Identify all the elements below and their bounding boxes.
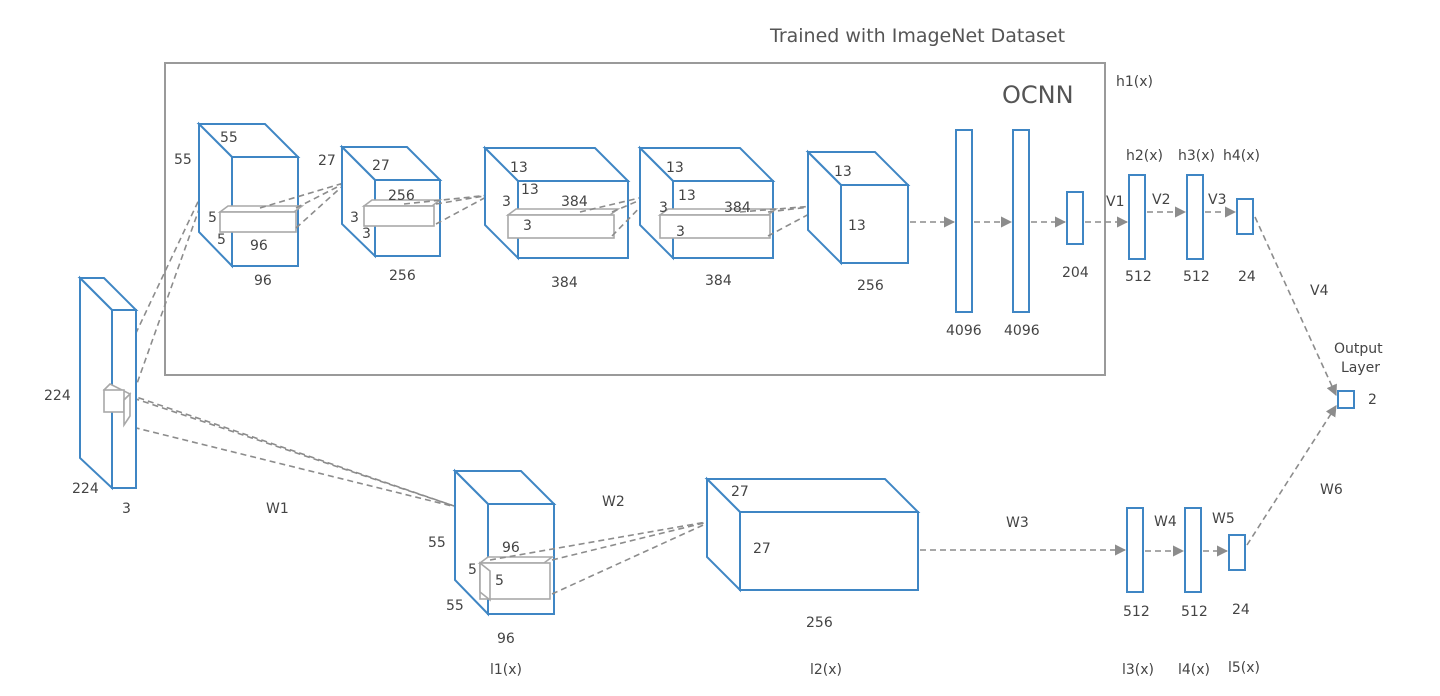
ocnn-conv2-k1: 3 bbox=[350, 210, 359, 226]
bottom-conv1-inner: 96 bbox=[502, 540, 520, 556]
l3-label: l3(x) bbox=[1122, 662, 1154, 678]
v3-label: V3 bbox=[1208, 192, 1226, 208]
fc1-size: 4096 bbox=[946, 323, 982, 339]
ocnn-conv2-depth: 256 bbox=[389, 268, 416, 284]
ocnn-conv3-mid: 13 bbox=[521, 182, 539, 198]
fc1-layer bbox=[955, 129, 973, 313]
w3-label: W3 bbox=[1006, 515, 1029, 531]
ocnn-conv1-front: 55 bbox=[174, 152, 192, 168]
ocnn-conv3-depth: 384 bbox=[551, 275, 578, 291]
output-layer bbox=[1337, 390, 1355, 409]
output-size: 2 bbox=[1368, 392, 1377, 408]
l3-layer bbox=[1126, 507, 1144, 593]
bottom-conv1-k2: 5 bbox=[495, 573, 504, 589]
l4-size: 512 bbox=[1181, 604, 1208, 620]
ocnn-conv1-side: 55 bbox=[220, 130, 238, 146]
l1-label: l1(x) bbox=[490, 662, 522, 678]
output-label-line1: Output bbox=[1334, 341, 1383, 357]
ocnn-conv1-k1: 5 bbox=[208, 210, 217, 226]
ocnn-conv5-mid: 13 bbox=[848, 218, 866, 234]
fc2-layer bbox=[1012, 129, 1030, 313]
h4-to-output-arrow bbox=[1254, 216, 1337, 397]
ocnn-conv4-mid: 13 bbox=[678, 188, 696, 204]
ocnn-conv1-connections bbox=[259, 181, 348, 229]
h1-label: h1(x) bbox=[1116, 74, 1153, 90]
bottom-conv1-depth: 96 bbox=[497, 631, 515, 647]
v4-label: V4 bbox=[1310, 283, 1329, 299]
ocnn-conv2-connections bbox=[403, 194, 491, 225]
h3-size: 512 bbox=[1183, 269, 1210, 285]
w2-label: W2 bbox=[602, 494, 625, 510]
ocnn-conv4-k1: 3 bbox=[659, 200, 668, 216]
bottom-conv1 bbox=[452, 468, 557, 617]
l5-layer bbox=[1228, 534, 1246, 571]
bottom-conv2 bbox=[704, 476, 921, 593]
fc3-size: 204 bbox=[1062, 265, 1089, 281]
h2-size: 512 bbox=[1125, 269, 1152, 285]
h2-label: h2(x) bbox=[1126, 148, 1163, 164]
v2-label: V2 bbox=[1152, 192, 1170, 208]
ocnn-conv4-top: 13 bbox=[666, 160, 684, 176]
ocnn-conv3-top: 13 bbox=[510, 160, 528, 176]
ocnn-conv2-side: 27 bbox=[372, 158, 390, 174]
bottom-conv1-connections bbox=[489, 520, 713, 595]
output-label-line2: Layer bbox=[1341, 360, 1380, 376]
ocnn-conv4-inner: 384 bbox=[724, 200, 751, 216]
bottom-conv1-side: 55 bbox=[446, 598, 464, 614]
input-width-label: 224 bbox=[72, 481, 99, 497]
ocnn-conv3-inner: 384 bbox=[561, 194, 588, 210]
l5-size: 24 bbox=[1232, 602, 1250, 618]
ocnn-conv3-k2: 3 bbox=[523, 218, 532, 234]
l5-to-output-arrow bbox=[1246, 405, 1337, 546]
input-volume bbox=[77, 275, 139, 491]
l4-label: l4(x) bbox=[1178, 662, 1210, 678]
ocnn-conv1-inner: 96 bbox=[250, 238, 268, 254]
input-depth-label: 3 bbox=[122, 501, 131, 517]
ocnn-label: OCNN bbox=[1002, 81, 1074, 109]
bottom-conv2-depth: 256 bbox=[806, 615, 833, 631]
ocnn-conv2 bbox=[339, 144, 443, 259]
ocnn-conv2-k2: 3 bbox=[362, 226, 371, 242]
bottom-conv1-front: 55 bbox=[428, 535, 446, 551]
ocnn-conv1-k2: 5 bbox=[217, 232, 226, 248]
fc2-size: 4096 bbox=[1004, 323, 1040, 339]
h4-layer bbox=[1236, 198, 1254, 235]
ocnn-conv4-k2: 3 bbox=[676, 224, 685, 240]
w5-label: W5 bbox=[1212, 511, 1235, 527]
ocnn-conv5-top: 13 bbox=[834, 164, 852, 180]
ocnn-conv3-k1: 3 bbox=[502, 194, 511, 210]
h3-layer bbox=[1186, 174, 1204, 260]
fc3-layer bbox=[1066, 191, 1084, 245]
diagram-title: Trained with ImageNet Dataset bbox=[769, 25, 1065, 47]
ocnn-conv3 bbox=[482, 145, 631, 261]
ocnn-conv2-front: 27 bbox=[318, 153, 336, 169]
input-height-label: 224 bbox=[44, 388, 71, 404]
l2-label: l2(x) bbox=[810, 662, 842, 678]
h2-layer bbox=[1128, 174, 1146, 260]
l4-layer bbox=[1184, 507, 1202, 593]
ocnn-conv4-depth: 384 bbox=[705, 273, 732, 289]
l5-label: l5(x) bbox=[1228, 660, 1260, 676]
w6-label: W6 bbox=[1320, 482, 1343, 498]
h4-label: h4(x) bbox=[1223, 148, 1260, 164]
ocnn-frame bbox=[164, 62, 1106, 376]
ocnn-conv2-inner: 256 bbox=[388, 188, 415, 204]
ocnn-conv1-depth: 96 bbox=[254, 273, 272, 289]
ocnn-conv4 bbox=[637, 145, 779, 261]
bottom-conv1-k1: 5 bbox=[468, 562, 477, 578]
h3-label: h3(x) bbox=[1178, 148, 1215, 164]
bottom-conv2-mid: 27 bbox=[753, 541, 771, 557]
h4-size: 24 bbox=[1238, 269, 1256, 285]
ocnn-conv5-depth: 256 bbox=[857, 278, 884, 294]
l3-size: 512 bbox=[1123, 604, 1150, 620]
v1-label: V1 bbox=[1106, 194, 1124, 210]
ocnn-conv5 bbox=[805, 149, 911, 266]
bottom-conv2-top: 27 bbox=[731, 484, 749, 500]
ocnn-conv1 bbox=[196, 121, 305, 269]
w4-label: W4 bbox=[1154, 514, 1177, 530]
w1-label: W1 bbox=[266, 501, 289, 517]
